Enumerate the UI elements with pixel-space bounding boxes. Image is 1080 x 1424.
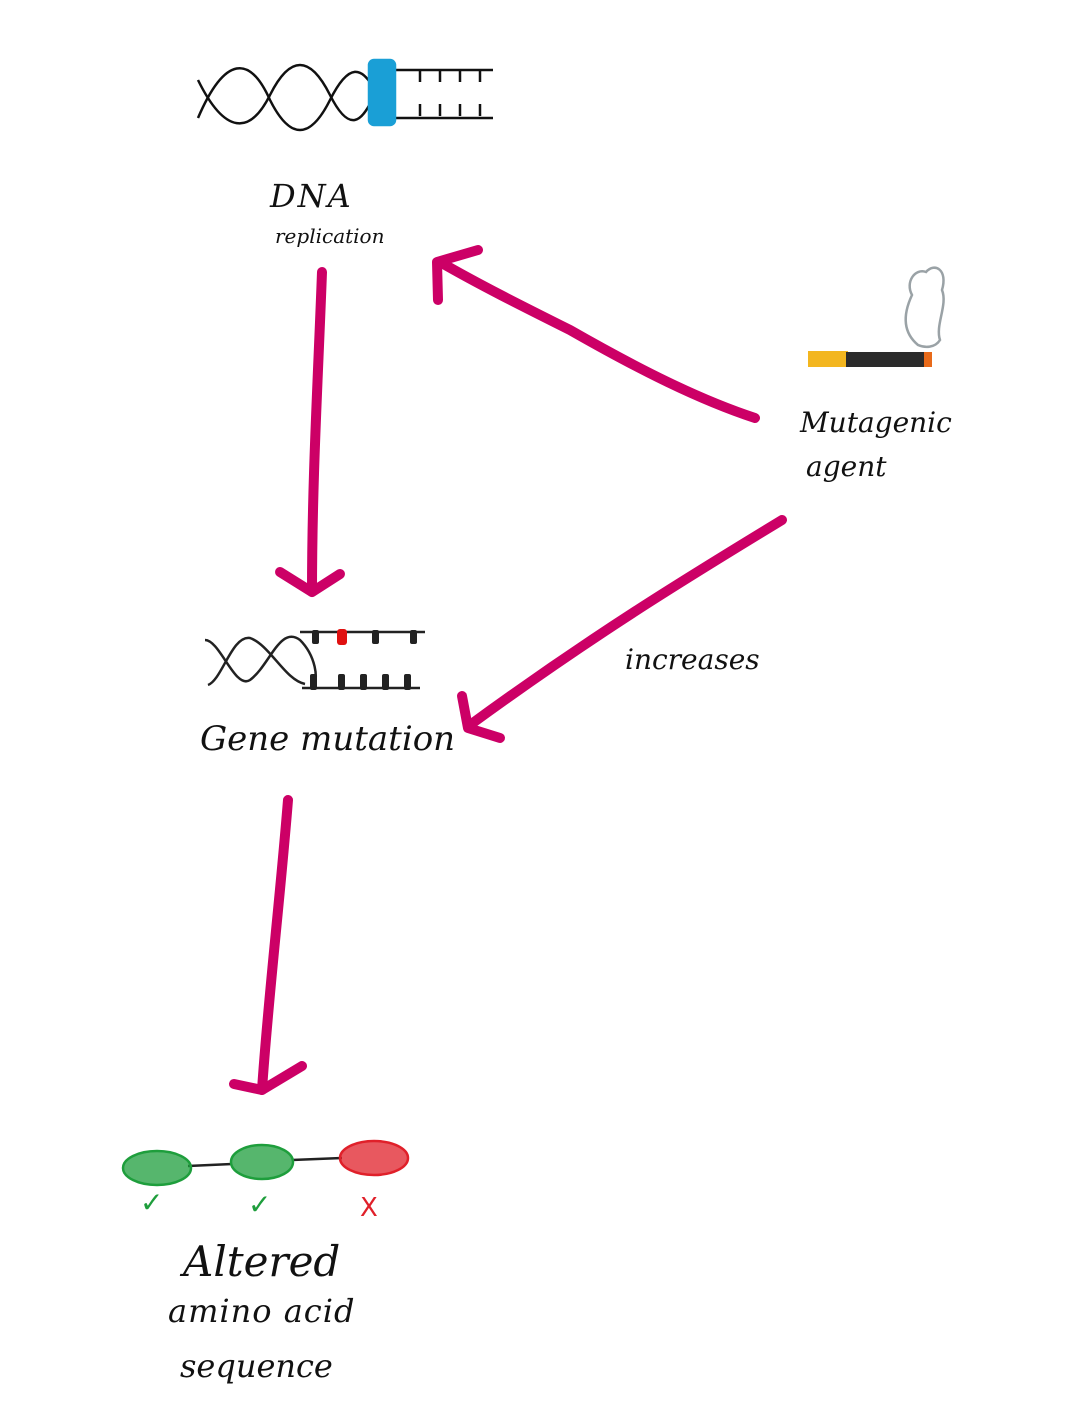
arrow-mutation-to-sequence-head xyxy=(229,1061,307,1095)
cigarette-body xyxy=(846,352,926,367)
amino-acid-ok-1 xyxy=(121,1149,193,1187)
arrow-agent-to-dna-head xyxy=(432,245,483,305)
arrow-dna-to-mutation xyxy=(307,267,327,597)
cigarette-filter xyxy=(808,351,848,367)
dna-replication-label-line2: replication xyxy=(275,224,385,248)
dna-replication-icon xyxy=(196,58,493,132)
arrows xyxy=(229,245,787,1095)
arrow-mutation-to-sequence xyxy=(257,795,293,1095)
amino-acid-chain-icon xyxy=(121,1139,410,1187)
arrow-dna-to-mutation-head xyxy=(275,567,345,597)
mutagenic-agent-label-line2: agent xyxy=(806,450,887,483)
dna-polymerase-icon xyxy=(367,58,397,127)
arrow-agent-to-dna xyxy=(435,257,760,423)
mutated-base xyxy=(337,629,347,645)
cigarette-icon xyxy=(808,266,945,367)
smoke-icon xyxy=(904,266,945,349)
cigarette-ash xyxy=(924,352,932,367)
check-mark-2: ✓ xyxy=(248,1188,271,1221)
cross-mark: X xyxy=(360,1193,378,1223)
check-mark-1: ✓ xyxy=(140,1186,163,1219)
arrow-agent-to-mutation xyxy=(465,515,787,730)
dna-replication-label-line1: DNA xyxy=(270,177,353,215)
altered-sequence-label-line1: Altered xyxy=(183,1237,341,1286)
mutagenic-agent-label-line1: Mutagenic xyxy=(800,406,952,439)
amino-acid-ok-2 xyxy=(229,1143,295,1181)
arrow-agent-to-mutation-head xyxy=(457,691,505,743)
altered-sequence-label-line2: amino acid xyxy=(168,1292,356,1330)
altered-sequence-label-line3: sequence xyxy=(180,1347,333,1385)
increases-edge-label: increases xyxy=(625,643,760,676)
gene-mutation-label: Gene mutation xyxy=(200,719,456,759)
amino-acid-bad xyxy=(338,1139,410,1177)
gene-mutation-icon xyxy=(204,629,425,690)
